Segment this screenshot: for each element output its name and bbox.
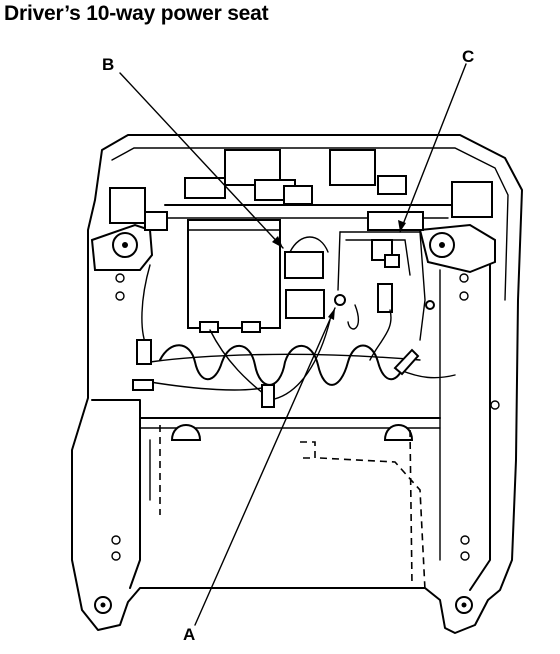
front-feet [94, 535, 473, 614]
connector-c [371, 239, 400, 268]
callout-label-c: C [462, 47, 474, 66]
callout-leaders [119, 63, 467, 626]
hidden-outlines [159, 425, 426, 591]
connector-lower [285, 283, 435, 319]
control-unit [187, 219, 281, 333]
left-motor [90, 211, 168, 301]
right-motor [367, 211, 500, 410]
page-title: Driver’s 10-way power seat [4, 2, 269, 25]
upper-brackets [109, 149, 493, 224]
harness-clips [132, 339, 420, 441]
connector-b [284, 236, 329, 279]
seat-frame [71, 134, 523, 634]
seat-springs [149, 344, 421, 386]
callout-label-a: A [183, 625, 195, 644]
callout-label-b: B [102, 55, 114, 74]
